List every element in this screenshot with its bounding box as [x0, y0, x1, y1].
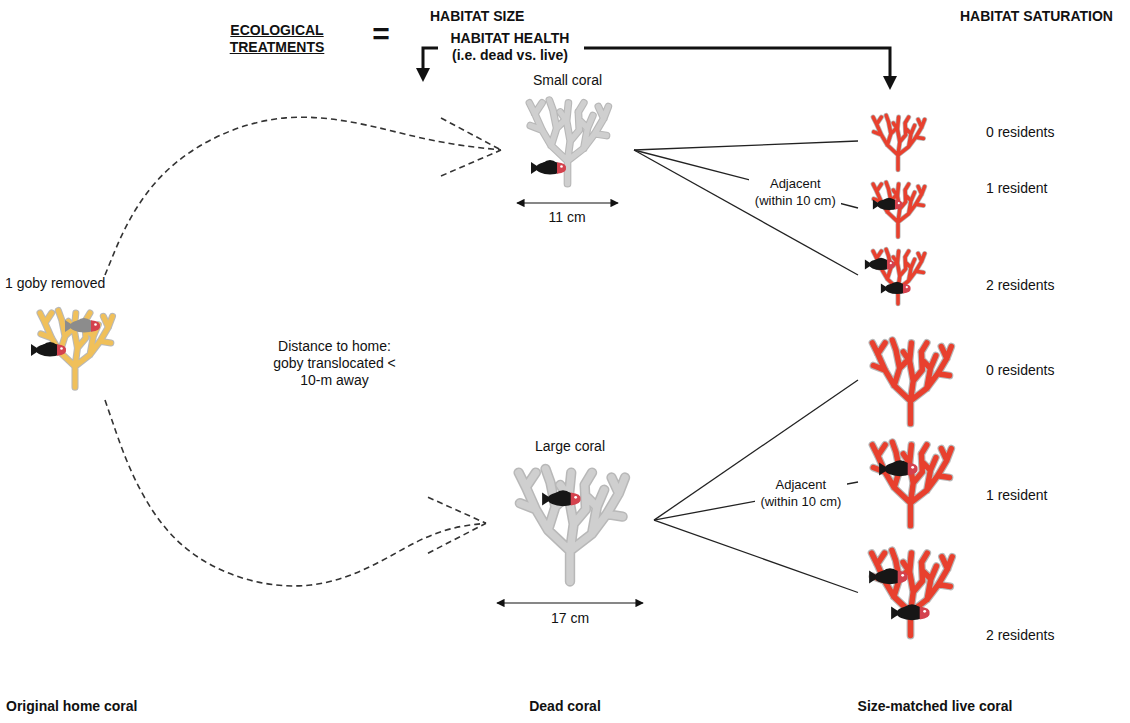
dead-coral: Small coral [501, 72, 634, 192]
edge-label: Adjacent (within 10 cm) [755, 476, 847, 510]
dimension-label: 11 cm [537, 209, 597, 226]
dead-coral-drawing [529, 100, 608, 183]
adjacency-line [634, 150, 858, 275]
removed-goby [65, 318, 100, 333]
node-label: 2 residents [986, 277, 1054, 294]
column-heading: Dead coral [515, 698, 615, 715]
dimension-line [517, 202, 618, 203]
node-label: 0 residents [986, 362, 1054, 379]
live-coral: 1 resident [858, 432, 1068, 532]
edge-label: Adjacent (within 10 cm) [749, 175, 841, 209]
dead-coral: Large coral [486, 438, 654, 593]
goby [31, 342, 66, 357]
node-label: Small coral [501, 72, 634, 89]
adjacency-line [654, 520, 858, 592]
dashed-translocation-path [105, 117, 501, 275]
node-label: 2 residents [986, 627, 1054, 644]
heading: ECOLOGICAL TREATMENTS [212, 22, 342, 56]
arrowhead [883, 76, 897, 90]
live-coral-drawing [872, 442, 951, 525]
connector-group [634, 150, 858, 275]
node-label: 1 goby removed [5, 275, 105, 292]
goby [531, 160, 566, 175]
dimension-line [497, 602, 643, 603]
node-label: Large coral [486, 438, 654, 455]
connector-group [654, 520, 858, 592]
home-coral: 1 goby removed [5, 275, 130, 400]
treatment-heading: HABITAT HEALTH (i.e. dead vs. live) [440, 30, 580, 64]
live-coral-drawing [872, 340, 951, 423]
equals-sign: = [365, 16, 397, 52]
goby [873, 198, 903, 210]
connector-group [634, 150, 858, 208]
arrowhead [441, 118, 501, 150]
goby [542, 490, 581, 506]
goby [881, 282, 911, 294]
node-label: 1 resident [986, 180, 1047, 197]
live-coral-drawing [872, 550, 953, 635]
goby [891, 604, 930, 620]
live-coral: 0 residents [858, 330, 1068, 430]
note: Distance to home: goby translocated < 10… [262, 338, 407, 389]
dead-coral-drawing [519, 469, 625, 581]
dashed-translocation-path [105, 400, 486, 586]
connector-group [105, 117, 501, 275]
goby [869, 568, 908, 584]
dimension-label: 17 cm [540, 610, 600, 627]
live-coral-drawing [873, 249, 925, 304]
arrowhead [428, 523, 486, 553]
arrowhead [416, 68, 430, 82]
connector-group [654, 380, 858, 520]
live-coral-drawing [873, 115, 925, 170]
adjacency-line [634, 150, 858, 208]
node-label: 0 residents [986, 124, 1054, 141]
arrowhead [441, 150, 501, 176]
live-coral: 0 residents [858, 108, 1063, 174]
adjacency-line [634, 141, 858, 150]
column-heading: Original home coral [6, 698, 137, 715]
goby [879, 460, 918, 476]
adjacency-line [654, 380, 858, 520]
live-coral-drawing [873, 182, 925, 237]
column-heading: Size-matched live coral [840, 698, 1030, 715]
arrowhead [428, 497, 486, 523]
treatment-heading: HABITAT SATURATION [960, 8, 1113, 25]
live-coral: 2 residents [858, 242, 1063, 308]
live-coral: 1 resident [858, 175, 1063, 241]
treatment-heading: HABITAT SIZE [430, 8, 524, 25]
connector-group [105, 400, 486, 586]
live-coral: 2 residents [858, 540, 1068, 645]
goby [865, 258, 895, 270]
connector-group [634, 141, 858, 150]
node-label: 1 resident [986, 487, 1047, 504]
